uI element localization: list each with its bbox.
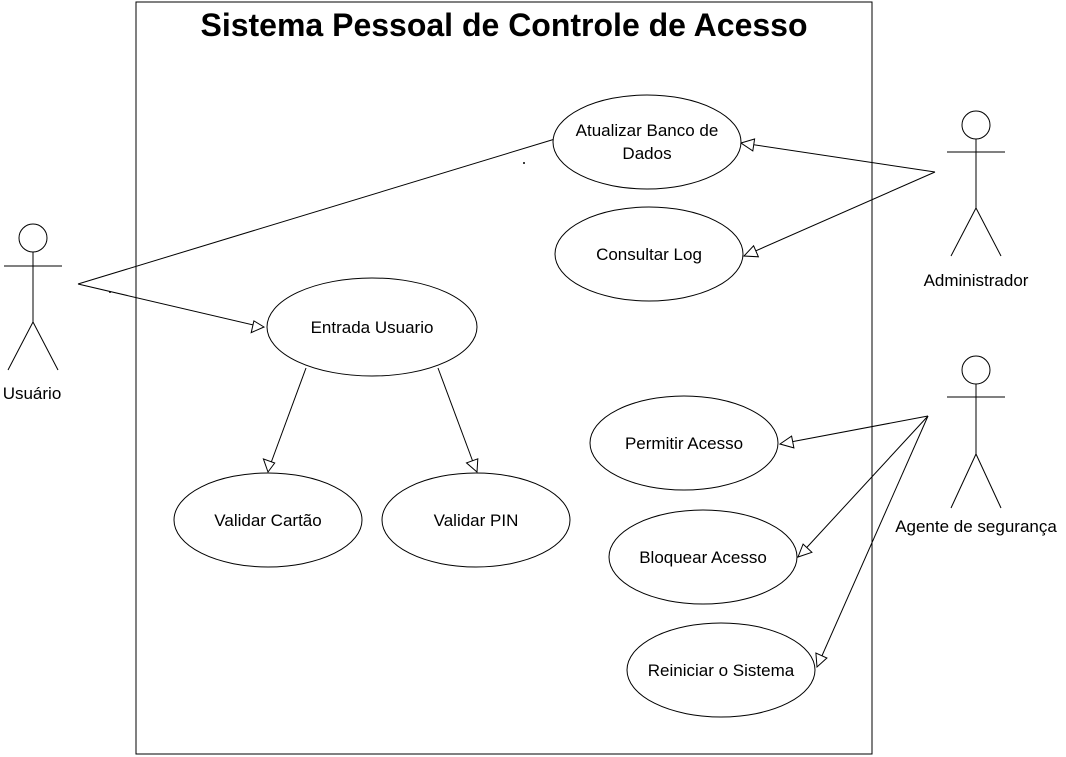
assoc-admin-consultar	[743, 171, 936, 257]
actor-label: Usuário	[3, 384, 62, 403]
arrowhead-cartao	[262, 458, 276, 474]
use-case-label: Bloquear Acesso	[639, 548, 767, 567]
use-case-label: Atualizar Banco de	[576, 121, 719, 140]
use-case-cartao[interactable]: Validar Cartão	[173, 472, 363, 568]
use-case-entrada[interactable]: Entrada Usuario	[266, 277, 478, 377]
stray-dot	[109, 291, 111, 293]
actor-agente-seguranca[interactable]: Agente de segurança	[895, 355, 1057, 536]
arrowhead-consultar	[742, 244, 760, 258]
arrowhead-permitir	[778, 435, 795, 449]
use-case-label: Validar PIN	[434, 511, 519, 530]
use-case-reiniciar[interactable]: Reiniciar o Sistema	[626, 622, 816, 718]
arrowhead-bloquear	[797, 543, 813, 558]
assoc-usuario-entrada	[77, 283, 263, 328]
use-case-pin[interactable]: Validar PIN	[381, 472, 571, 568]
arrowhead-pin	[465, 458, 479, 474]
use-case-label: Dados	[622, 144, 671, 163]
include-entrada-pin	[437, 367, 477, 471]
associations	[77, 138, 936, 668]
actor-label: Administrador	[924, 271, 1029, 290]
system-title: Sistema Pessoal de Controle de Acesso	[200, 7, 807, 43]
stick-figure-icon	[947, 110, 1005, 257]
stick-figure-icon	[4, 223, 62, 371]
arrowhead-reiniciar	[815, 652, 828, 669]
actor-administrador[interactable]: Administrador	[924, 110, 1029, 290]
stick-figure-icon	[947, 355, 1005, 509]
use-case-consultar[interactable]: Consultar Log	[554, 206, 744, 302]
use-case-permitir[interactable]: Permitir Acesso	[589, 395, 779, 491]
use-case-label: Validar Cartão	[214, 511, 321, 530]
assoc-admin-atualizar	[741, 142, 936, 173]
include-entrada-cartao	[267, 367, 307, 472]
use-case-label: Entrada Usuario	[311, 318, 434, 337]
actor-usuario[interactable]: Usuário	[3, 223, 62, 403]
arrowhead-entrada	[250, 320, 266, 334]
use-case-atualizar[interactable]: Atualizar Banco de Dados	[552, 94, 742, 190]
arrowheads	[250, 138, 828, 669]
system-boundary	[135, 1, 873, 755]
use-case-bloquear[interactable]: Bloquear Acesso	[608, 509, 798, 605]
assoc-agente-reiniciar	[816, 415, 929, 668]
arrowhead-atualizar	[739, 138, 756, 152]
assoc-agente-permitir	[779, 415, 929, 445]
assoc-usuario-atualizar	[77, 138, 556, 285]
actor-label: Agente de segurança	[895, 517, 1057, 536]
use-case-label: Consultar Log	[596, 245, 702, 264]
use-case-label: Permitir Acesso	[625, 434, 743, 453]
stray-dot	[523, 162, 525, 164]
assoc-agente-bloquear	[797, 415, 929, 558]
use-case-label: Reiniciar o Sistema	[648, 661, 795, 680]
